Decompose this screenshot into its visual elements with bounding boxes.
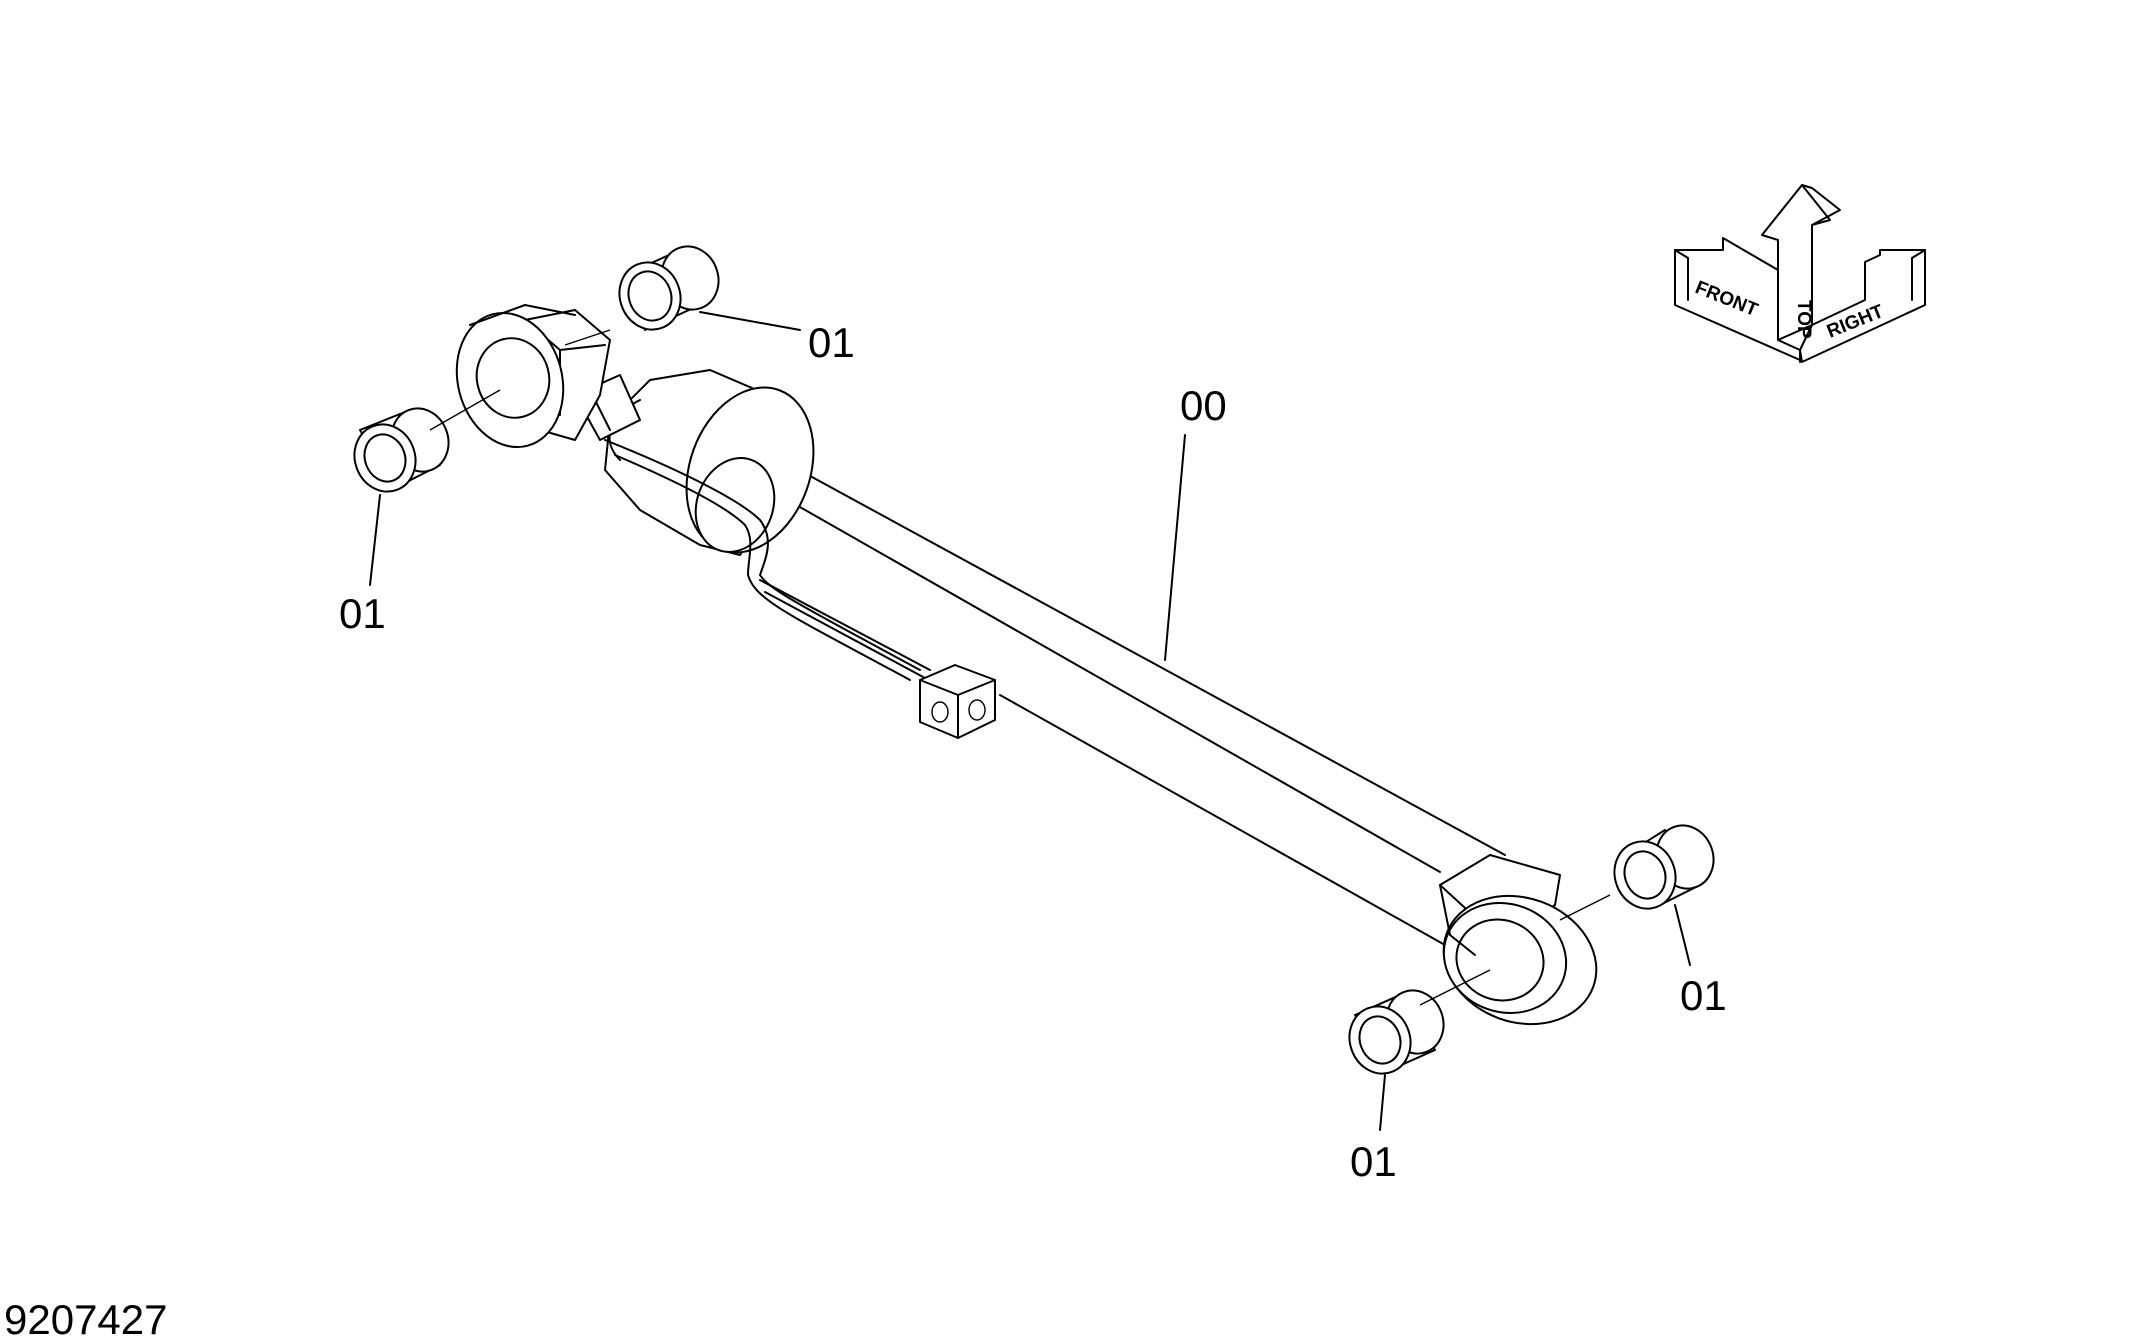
- callout-bushing-head-top: 01: [808, 319, 855, 366]
- orientation-top-label: TOP: [1793, 300, 1814, 339]
- leader-lines: [369, 311, 1691, 1131]
- head-end: [455, 304, 815, 556]
- centerlines: [429, 329, 1611, 1006]
- bushing-head-left: [353, 407, 450, 493]
- callout-cylinder: 00: [1180, 382, 1227, 429]
- callout-bushing-head-left: 01: [339, 590, 386, 637]
- bushing-rod-right: [1613, 824, 1715, 910]
- hydraulic-line: [604, 439, 931, 681]
- callout-bushing-rod-right: 01: [1680, 972, 1727, 1019]
- port-block: [919, 664, 996, 739]
- bushing-rod-bottom: [1348, 989, 1445, 1075]
- orientation-indicator: TOP FRONT RIGHT: [1674, 184, 1926, 363]
- rod-end-eye: [1439, 854, 1598, 1026]
- callout-bushing-rod-bottom: 01: [1350, 1138, 1397, 1185]
- drawing-number: 9207427: [4, 1296, 168, 1343]
- cylinder-tube: [734, 464, 1506, 946]
- bushing-head-top: [618, 245, 720, 331]
